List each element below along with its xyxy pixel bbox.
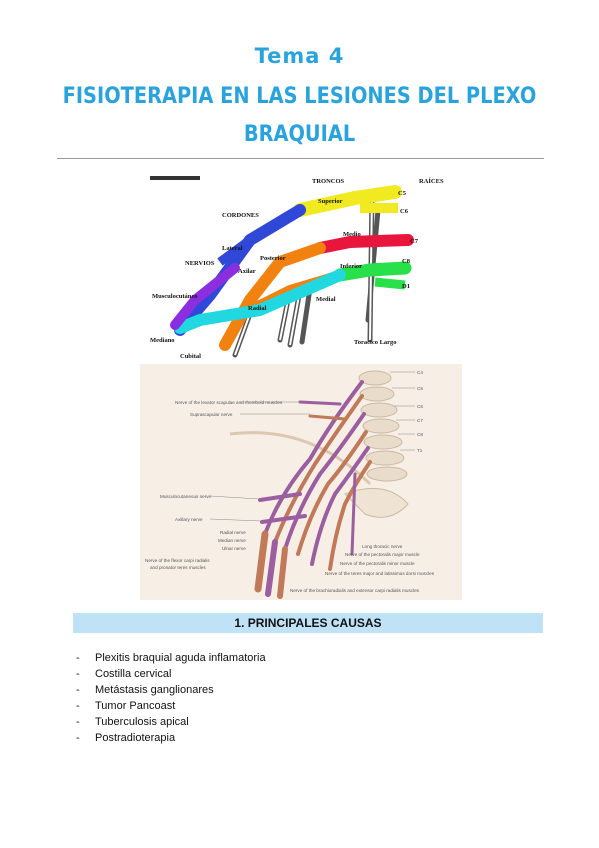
label-pectoralis-minor-nerve: Nerve of the pectoralis minor muscle [340, 561, 415, 566]
label-mediano: Mediano [150, 337, 175, 344]
label-pectoralis-major-nerve: Nerve of the pectoralis major muscle [345, 552, 420, 557]
label-c4: C4 [417, 370, 423, 375]
label-d1: D1 [402, 283, 410, 290]
topic-label: Tema 4 [254, 44, 345, 68]
label-troncos: TRONCOS [312, 178, 345, 185]
label-long-thoracic-nerve: Long thoracic nerve [362, 544, 403, 549]
label-levator-nerve: Nerve of the levator scapulae and rhombo… [175, 400, 283, 405]
label-toracico-largo: Toracico Largo [354, 339, 397, 346]
page-title-line2: BRAQUIAL [243, 122, 356, 147]
label-lateral: Lateral [222, 245, 243, 252]
list-item: -Tuberculosis apical [76, 716, 189, 728]
label-inferior: Inferior [340, 263, 362, 270]
label-suprascapular-nerve: Suprascapular nerve [190, 412, 233, 417]
brachial-plexus-color-diagram: TRONCOS RAÍCES C5 C6 Superior CORDONES M… [140, 170, 470, 362]
label-cordones: CORDONES [222, 212, 259, 219]
label-c7: C7 [410, 238, 419, 245]
section-heading: 1. PRINCIPALES CAUSAS [73, 613, 543, 633]
label-c6: C6 [400, 208, 409, 215]
page-title-line1: FISIOTERAPIA EN LAS LESIONES DEL PLEXO [62, 84, 537, 109]
label-posterior: Posterior [260, 255, 286, 262]
label-superior: Superior [318, 198, 343, 205]
label-flexor-nerve-line1: Nerve of the flexor carpi radialis [145, 558, 210, 563]
label-brachioradialis-nerve: Nerve of the brachioradialis and extenso… [290, 588, 420, 593]
label-radial: Radial [248, 305, 267, 312]
label-c6-anat: C6 [417, 404, 423, 409]
label-t1: T1 [417, 448, 423, 453]
label-c8-anat: C8 [417, 432, 423, 437]
label-medial: Medial [316, 296, 336, 303]
label-axillary-nerve: Axillary nerve [175, 517, 203, 522]
label-teres-major-nerve: Nerve of the teres major and latissimus … [325, 571, 435, 576]
label-c8: C8 [402, 258, 411, 265]
scale-bar [150, 176, 200, 180]
brachial-plexus-anatomy-illustration: C4 C5 C6 C7 C8 T1 Nerve of the levator s… [140, 364, 462, 600]
label-medio: Medio [343, 231, 361, 238]
label-c5-anat: C5 [417, 386, 423, 391]
title-divider [57, 158, 544, 159]
label-nervios: NERVIOS [185, 260, 215, 267]
label-musculocutaneous-nerve: Musculocutaneous nerve [160, 494, 212, 499]
list-item: -Postradioterapia [76, 732, 176, 744]
list-item: -Metástasis ganglionares [76, 684, 214, 696]
list-item: -Costilla cervical [76, 668, 172, 680]
label-ulnar-nerve: Ulnar nerve [222, 546, 246, 551]
list-item: -Tumor Pancoast [76, 700, 176, 712]
label-c5: C5 [398, 190, 407, 197]
label-axilar: Axilar [238, 268, 256, 275]
label-raices: RAÍCES [419, 177, 444, 185]
causes-list: -Plexitis braquial aguda inflamatoria -C… [76, 650, 266, 746]
label-cubital: Cubital [180, 353, 201, 360]
label-radial-nerve: Radial nerve [220, 530, 246, 535]
list-item: -Plexitis braquial aguda inflamatoria [76, 652, 266, 664]
label-flexor-nerve-line2: and pronator teres muscles [150, 565, 206, 570]
label-median-nerve: Median nerve [218, 538, 246, 543]
label-c7-anat: C7 [417, 418, 423, 423]
label-musculocutaneo: Musculocutáneo [152, 293, 198, 300]
